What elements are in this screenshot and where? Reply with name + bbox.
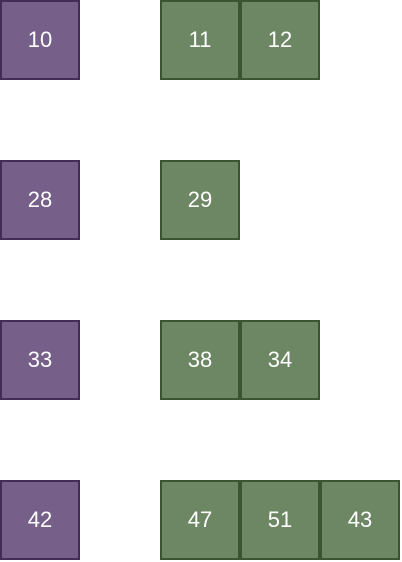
key-cell: 10	[0, 0, 80, 80]
value-cell: 51	[240, 480, 320, 560]
key-label: 10	[27, 27, 53, 52]
key-cell: 42	[0, 480, 80, 560]
value-label: 51	[267, 507, 293, 532]
value-label: 12	[267, 27, 293, 52]
value-label: 47	[187, 507, 213, 532]
key-cell: 28	[0, 160, 80, 240]
key-label: 42	[27, 507, 53, 532]
value-cell: 43	[320, 480, 400, 560]
value-cell: 47	[160, 480, 240, 560]
value-label: 11	[188, 27, 212, 52]
value-label: 38	[187, 347, 213, 372]
key-cell: 33	[0, 320, 80, 400]
value-cell: 38	[160, 320, 240, 400]
value-label: 34	[267, 347, 293, 372]
value-label: 29	[187, 187, 213, 212]
key-label: 28	[27, 187, 53, 212]
key-label: 33	[27, 347, 53, 372]
value-cell: 11	[160, 0, 240, 80]
value-cell: 29	[160, 160, 240, 240]
value-cell: 34	[240, 320, 320, 400]
value-cell: 12	[240, 0, 320, 80]
value-label: 43	[347, 507, 373, 532]
